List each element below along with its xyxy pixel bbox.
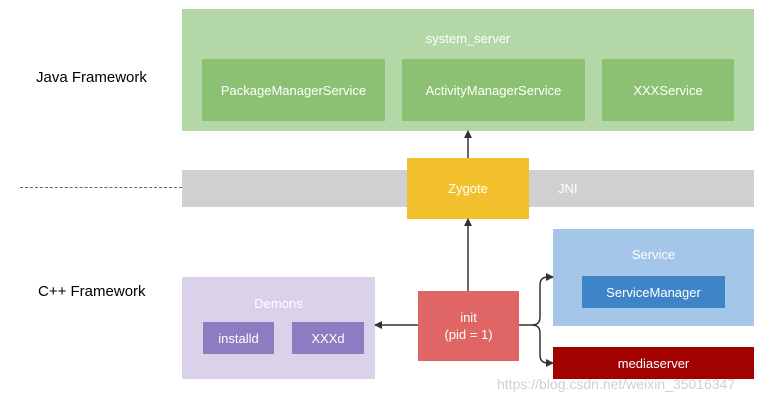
- service-box: Service ServiceManager: [553, 229, 754, 326]
- java-framework-label: Java Framework: [36, 69, 147, 86]
- layer-separator: [20, 187, 182, 188]
- system-server-box: system_server PackageManagerService Acti…: [182, 9, 754, 131]
- init-label: init: [460, 310, 477, 325]
- init-pid-label: (pid = 1): [444, 327, 493, 342]
- service-manager-label: ServiceManager: [606, 284, 701, 300]
- arrow-init-to-service: [519, 273, 554, 326]
- service-title: Service: [631, 247, 676, 262]
- demons-title: Demons: [254, 296, 303, 311]
- jni-label: JNI: [558, 181, 578, 196]
- zygote-box: Zygote: [407, 158, 529, 219]
- watermark-text: https://blog.csdn.net/weixin_35016347: [497, 376, 736, 392]
- mediaserver-box: mediaserver: [553, 347, 754, 379]
- xxx-service-box: XXXService: [602, 59, 734, 121]
- xxxd-box: XXXd: [292, 322, 364, 354]
- xxx-service-label: XXXService: [633, 82, 703, 98]
- system-server-title: system_server: [425, 31, 511, 46]
- xxxd-label: XXXd: [311, 330, 345, 346]
- package-manager-service-box: PackageManagerService: [202, 59, 385, 121]
- zygote-label: Zygote: [448, 181, 488, 196]
- package-manager-service-label: PackageManagerService: [220, 82, 367, 98]
- service-manager-box: ServiceManager: [582, 276, 725, 308]
- installd-box: installd: [203, 322, 274, 354]
- mediaserver-label: mediaserver: [617, 355, 690, 371]
- arrow-init-to-mediaserver: [531, 324, 554, 367]
- init-box: init (pid = 1): [418, 291, 519, 361]
- demons-box: Demons installd XXXd: [182, 277, 375, 379]
- cpp-framework-label: C++ Framework: [38, 283, 146, 300]
- activity-manager-service-label: ActivityManagerService: [425, 82, 562, 98]
- activity-manager-service-box: ActivityManagerService: [402, 59, 585, 121]
- installd-label: installd: [218, 330, 259, 346]
